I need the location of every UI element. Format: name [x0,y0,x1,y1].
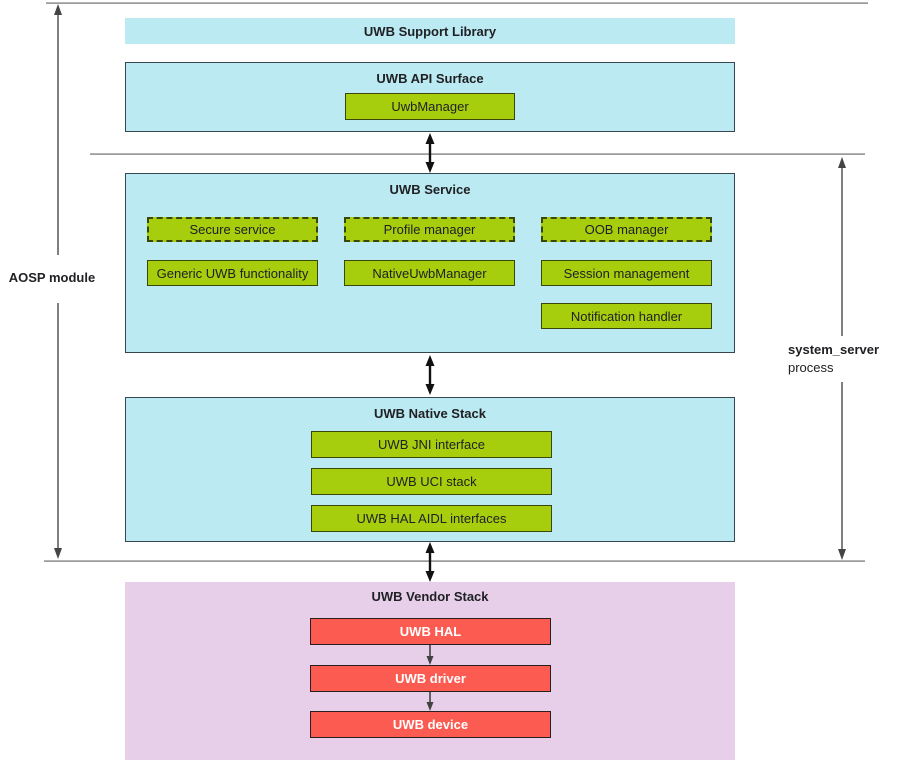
process-label-text: process [788,360,834,375]
driver-device-arrow-icon [426,692,434,711]
uwb-device-box: UWB device [310,711,551,738]
secure-service-box: Secure service [147,217,318,242]
system-server-process-label: system_server process [788,341,896,377]
session-management-box: Session management [541,260,712,286]
uwb-api-surface-box: UWB API Surface UwbManager [125,62,735,132]
uwb-service-box: UWB Service Secure service Profile manag… [125,173,735,353]
uwb-jni-interface-box: UWB JNI interface [311,431,552,458]
uwb-uci-stack-box: UWB UCI stack [311,468,552,495]
uwb-support-library-box: UWB Support Library [125,18,735,44]
uwb-vendor-stack-title: UWB Vendor Stack [371,589,489,604]
uwb-hal-box: UWB HAL [310,618,551,645]
boundary-line-top [46,2,868,4]
uwbmanager-box: UwbManager [345,93,515,120]
boundary-line-middle [90,153,865,155]
aosp-module-span-arrow [54,4,62,559]
aosp-module-label: AOSP module [2,269,102,287]
oob-manager-box: OOB manager [541,217,712,242]
system-server-label-text: system_server [788,342,880,357]
api-service-double-arrow-icon [425,133,435,173]
uwb-native-stack-title: UWB Native Stack [374,406,486,421]
uwb-service-title: UWB Service [389,182,471,197]
uwb-hal-aidl-interfaces-box: UWB HAL AIDL interfaces [311,505,552,532]
boundary-line-bottom [44,560,865,562]
uwb-native-stack-box: UWB Native Stack UWB JNI interface UWB U… [125,397,735,542]
native-vendor-double-arrow-icon [425,542,435,582]
generic-uwb-functionality-box: Generic UWB functionality [147,260,318,286]
uwb-vendor-stack-box: UWB Vendor Stack UWB HAL UWB driver UWB … [125,582,735,760]
notification-handler-box: Notification handler [541,303,712,329]
nativeuwbmanager-box: NativeUwbManager [344,260,515,286]
hal-driver-arrow-icon [426,645,434,665]
service-native-double-arrow-icon [425,355,435,395]
uwb-driver-box: UWB driver [310,665,551,692]
system-server-span-arrow [838,157,846,560]
uwb-support-library-title: UWB Support Library [363,23,497,39]
aosp-module-label-text: AOSP module [8,270,96,285]
uwb-api-surface-title: UWB API Surface [376,71,484,86]
profile-manager-box: Profile manager [344,217,515,242]
